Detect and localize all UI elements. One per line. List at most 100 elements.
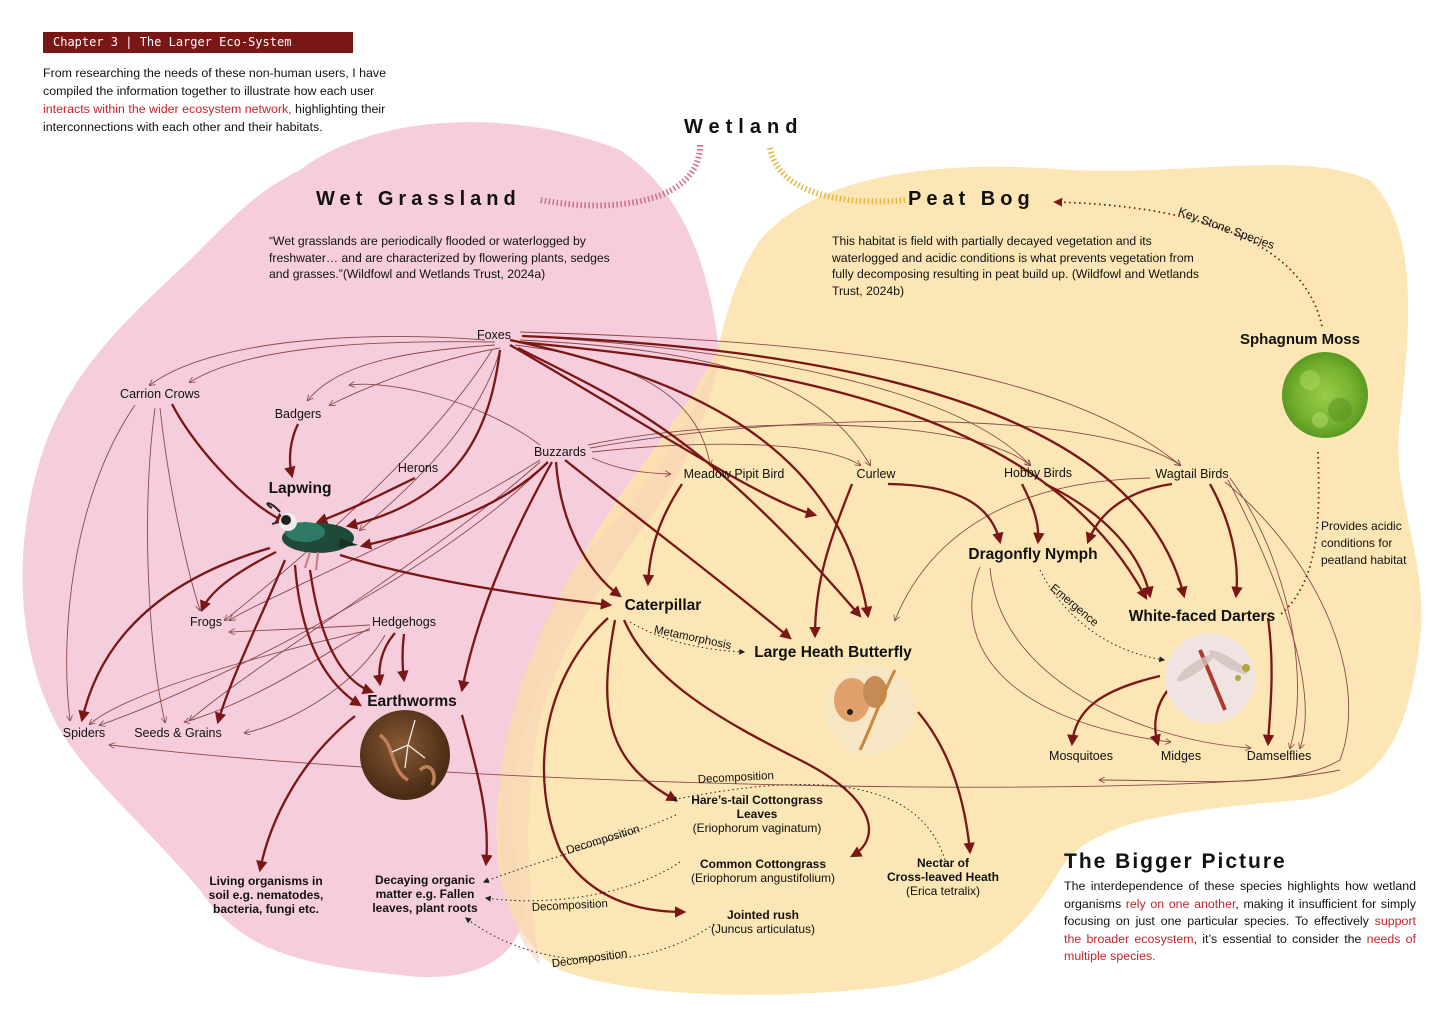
edge-thick — [397, 633, 409, 683]
edge-decomposition — [670, 783, 946, 861]
edge-thick — [200, 550, 277, 613]
edge-thin — [185, 627, 371, 722]
edge-thin — [330, 347, 501, 405]
wetland-connector-left — [539, 144, 703, 209]
edge-thin — [519, 331, 1180, 465]
bp-text-1: The interdependence of these species hig… — [1064, 879, 1416, 911]
peat-bog-habitat — [496, 164, 1422, 995]
edge-thin — [100, 464, 546, 725]
node-hares-tail-sci: (Eriophorum vaginatum) — [693, 821, 822, 835]
bigger-picture-text: The interdependence of these species hig… — [1064, 878, 1416, 966]
label-decomposition-1: Decomposition — [698, 770, 775, 786]
edge-thin — [521, 335, 1030, 465]
edge-thick — [1044, 482, 1154, 599]
node-herons: Herons — [398, 461, 438, 475]
node-hares-tail-leaves: Leaves — [737, 807, 778, 821]
edge-thick — [315, 476, 416, 525]
edge-thin — [159, 407, 200, 610]
edge-thick — [256, 715, 356, 873]
node-midges: Midges — [1161, 749, 1201, 763]
node-earthworms: Earthworms — [367, 693, 457, 710]
label-provides-1: Provides acidic — [1321, 519, 1402, 533]
edge-thick — [1020, 483, 1045, 545]
butterfly-icon — [825, 665, 915, 755]
node-meadow-pipit: Meadow Pipit Bird — [684, 467, 785, 481]
edge-thin — [147, 407, 165, 722]
node-jointed-rush: Jointed rush — [727, 908, 799, 922]
node-foxes: Foxes — [477, 328, 511, 342]
node-common-cottongrass: Common Cottongrass — [700, 857, 826, 871]
edge-thin — [150, 336, 486, 385]
edge-thick — [293, 564, 362, 707]
node-wagtail-birds: Wagtail Birds — [1155, 467, 1228, 481]
bp-highlight-3: needs of multiple species — [1064, 931, 1416, 964]
edge-thick — [1208, 483, 1243, 599]
bp-highlight-1: rely on one another — [1125, 896, 1236, 911]
edge-thick — [1149, 689, 1169, 747]
intro-paragraph: From researching the needs of these non-… — [43, 64, 403, 136]
edge-thick — [284, 423, 300, 479]
edge-thin — [360, 349, 501, 530]
edge-thick — [509, 338, 873, 619]
edge-thin — [519, 339, 870, 465]
edge-thick — [564, 459, 792, 640]
lapwing-icon — [266, 502, 358, 571]
edge-thin — [90, 629, 371, 724]
edge-thick — [542, 617, 687, 918]
node-living-organisms: Living organisms in — [209, 874, 322, 888]
edge-thick — [170, 403, 288, 524]
node-carrion-crows: Carrion Crows — [120, 387, 200, 401]
bigger-picture-title: The Bigger Picture — [1064, 850, 1287, 873]
node-decaying-matter-3: leaves, plant roots — [372, 901, 478, 915]
edge-decomposition — [482, 814, 677, 884]
moss-icon — [1282, 352, 1368, 438]
peat-bog-title: Peat Bog — [908, 188, 1035, 210]
node-buzzards: Buzzards — [534, 445, 586, 459]
node-nectar: Nectar of — [917, 856, 970, 870]
edge-thick — [373, 632, 396, 687]
edge-thick — [339, 553, 613, 610]
node-caterpillar: Caterpillar — [625, 597, 702, 614]
edge-thick — [887, 482, 1004, 545]
edge-thick — [359, 461, 549, 550]
edge-thick — [917, 711, 975, 855]
edge-thin — [230, 624, 371, 632]
edge-decomposition — [484, 861, 681, 902]
habitat-overlap — [498, 340, 720, 965]
edge-thin — [587, 424, 1030, 465]
node-mosquitoes: Mosquitoes — [1049, 749, 1113, 763]
edge-thick — [345, 349, 502, 530]
label-provides-2: conditions for — [1321, 536, 1392, 550]
edge-thin — [1100, 481, 1350, 782]
edge-decomposition — [465, 917, 715, 961]
bp-text-4: . — [1152, 949, 1156, 963]
edge-thick — [308, 569, 375, 695]
bp-highlight-2: support the broader ecosystem — [1064, 914, 1416, 946]
wet-grassland-title: Wet Grassland — [316, 188, 521, 210]
chapter-label: Chapter 3 | The Larger Eco-System — [43, 32, 353, 53]
edge-thick — [1067, 674, 1161, 747]
edge-thick — [509, 344, 818, 519]
edge-thick — [517, 340, 1148, 601]
damselfly-icon — [1165, 633, 1255, 723]
edge-thick — [458, 461, 554, 693]
node-hares-tail: Hare’s-tail Cottongrass — [691, 793, 823, 807]
node-damselflies: Damselflies — [1247, 749, 1312, 763]
label-decomposition-3: Decomposition — [532, 898, 609, 914]
edge-thick — [642, 483, 683, 587]
edge-thin — [1227, 479, 1306, 748]
edge-thin — [1229, 477, 1298, 748]
node-lapwing: Lapwing — [269, 480, 332, 497]
node-spiders: Spiders — [63, 726, 105, 740]
edge-thick — [517, 346, 862, 618]
edge-thick — [1085, 482, 1173, 545]
node-frogs: Frogs — [190, 615, 222, 629]
node-seeds-grains: Seeds & Grains — [134, 726, 222, 740]
wet-grassland-description: “Wet grasslands are periodically flooded… — [269, 234, 610, 281]
label-provides-3: peatland habitat — [1321, 553, 1407, 567]
edge-thin — [591, 457, 670, 474]
node-hedgehogs: Hedgehogs — [372, 615, 436, 629]
peat-bog-description: This habitat is field with partially dec… — [832, 234, 1199, 298]
node-sphagnum-moss: Sphagnum Moss — [1240, 331, 1360, 348]
